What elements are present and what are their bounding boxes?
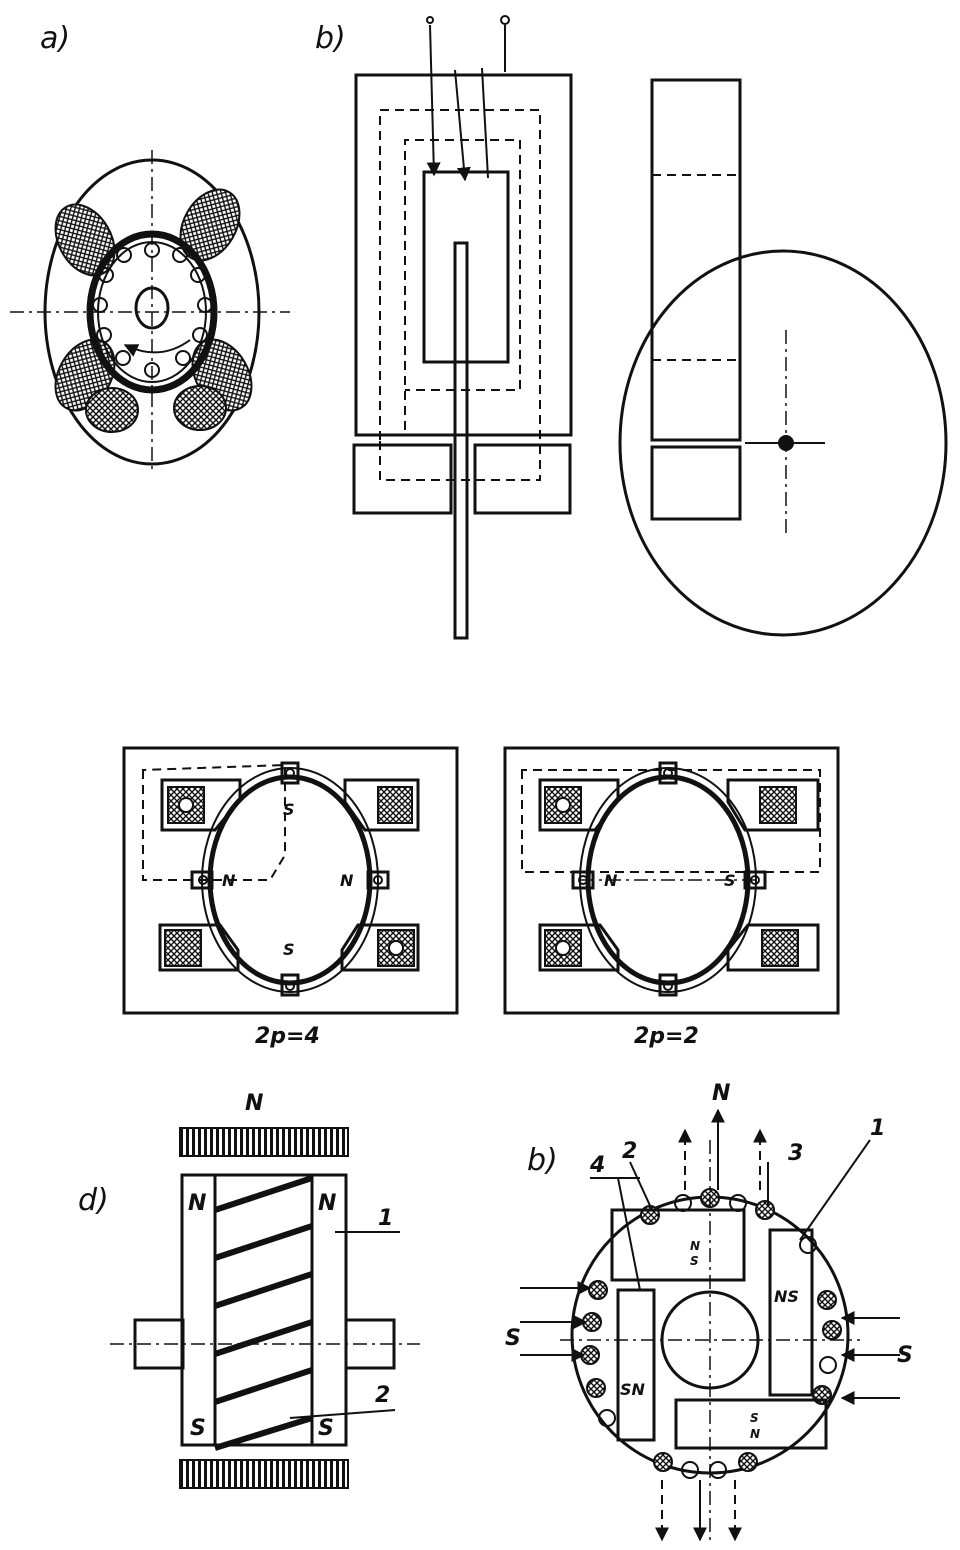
flux-path-inner: [404, 139, 521, 430]
coil-bottom-mid-right: [173, 385, 227, 431]
pole-label-ns: NS: [774, 1287, 799, 1306]
figure-c-right: N S 2p=2: [503, 746, 840, 1049]
pole-label-n-left: N: [188, 1191, 206, 1216]
figure-a: a): [10, 21, 290, 470]
flux-label-s-right: S: [897, 1343, 913, 1368]
figure-d: d) N N N S S 1 2: [78, 1091, 420, 1489]
coil-bottom-mid-left: [85, 387, 139, 433]
pivot: [778, 435, 794, 451]
pole-label-n: N: [604, 871, 618, 890]
coil-top-right: [179, 188, 241, 262]
flux-label-n: N: [712, 1081, 730, 1106]
bar-left: [616, 1288, 656, 1442]
skewed-bars: [214, 1175, 313, 1451]
figure-e: b): [505, 1081, 913, 1542]
callout-1: 1: [378, 1206, 393, 1231]
vane-disk: [618, 249, 948, 637]
pole-label-n-left: N: [222, 871, 236, 890]
lead-wire-1: [426, 24, 441, 177]
pole-label-n-right: N: [340, 871, 354, 890]
rotor-bars: [92, 242, 213, 378]
pole-label-s: S: [724, 871, 736, 890]
pole-label-s-bottom: S: [283, 940, 295, 959]
stator-label-n: N: [245, 1091, 263, 1116]
rotor-body: [180, 1173, 348, 1447]
pole-label-n-right: N: [318, 1191, 336, 1216]
moving-vane: [453, 241, 469, 640]
figure-b-label: b): [315, 21, 346, 56]
core-upper: [354, 73, 573, 437]
stator-slots: [580, 1188, 842, 1479]
core-side-lower: [650, 445, 742, 521]
figure-d-label: d): [78, 1183, 109, 1218]
rotation-arrow: [123, 339, 191, 357]
shaft: [134, 286, 170, 330]
pole-label-s-top: S: [690, 1254, 699, 1268]
pole-label-n-top: N: [690, 1239, 700, 1253]
pole-label-s-bottom: S: [750, 1411, 759, 1425]
pole-label-s-left: S: [190, 1416, 206, 1441]
rotor-ring: [86, 230, 218, 394]
stator-frame-2p4: [122, 746, 459, 1015]
figure-c-left: S N N S 2p=4: [122, 746, 459, 1049]
core-lower-right: [473, 443, 572, 515]
figure-a-label: a): [40, 21, 70, 56]
bar-bottom: [674, 1398, 828, 1450]
core-side-view: [650, 78, 742, 442]
flux-path-outer: [379, 109, 541, 481]
pole-label-sn: SN: [620, 1380, 646, 1399]
flux-label-s-left: S: [505, 1326, 521, 1351]
callout-3: 3: [788, 1141, 803, 1166]
callout-1: 1: [870, 1116, 885, 1141]
pole-label-n-bottom: N: [750, 1427, 760, 1441]
bar-right: [768, 1228, 814, 1397]
stator-frame-2p2: [503, 746, 840, 1015]
callout-2: 2: [375, 1383, 390, 1408]
bar-top: [610, 1208, 746, 1282]
callout-2: 2: [622, 1139, 637, 1164]
lead-wire-3: [481, 67, 489, 179]
callout-4: 4: [589, 1153, 605, 1178]
pole-label-s-top: S: [283, 800, 295, 819]
flux-path-2p4: [142, 763, 286, 881]
pole-label-s-right: S: [318, 1416, 334, 1441]
lead-wire-2: [454, 69, 471, 182]
caption-2p4: 2p=4: [255, 1024, 320, 1049]
caption-2p2: 2p=2: [634, 1024, 699, 1049]
stator-teeth-top: [179, 1127, 349, 1157]
flux-path-2p2: [521, 769, 821, 873]
stator-teeth-bottom: [179, 1459, 349, 1489]
coil-top-left: [54, 203, 116, 277]
figure-e-label: b): [527, 1143, 558, 1178]
figure-b: b): [315, 15, 948, 640]
